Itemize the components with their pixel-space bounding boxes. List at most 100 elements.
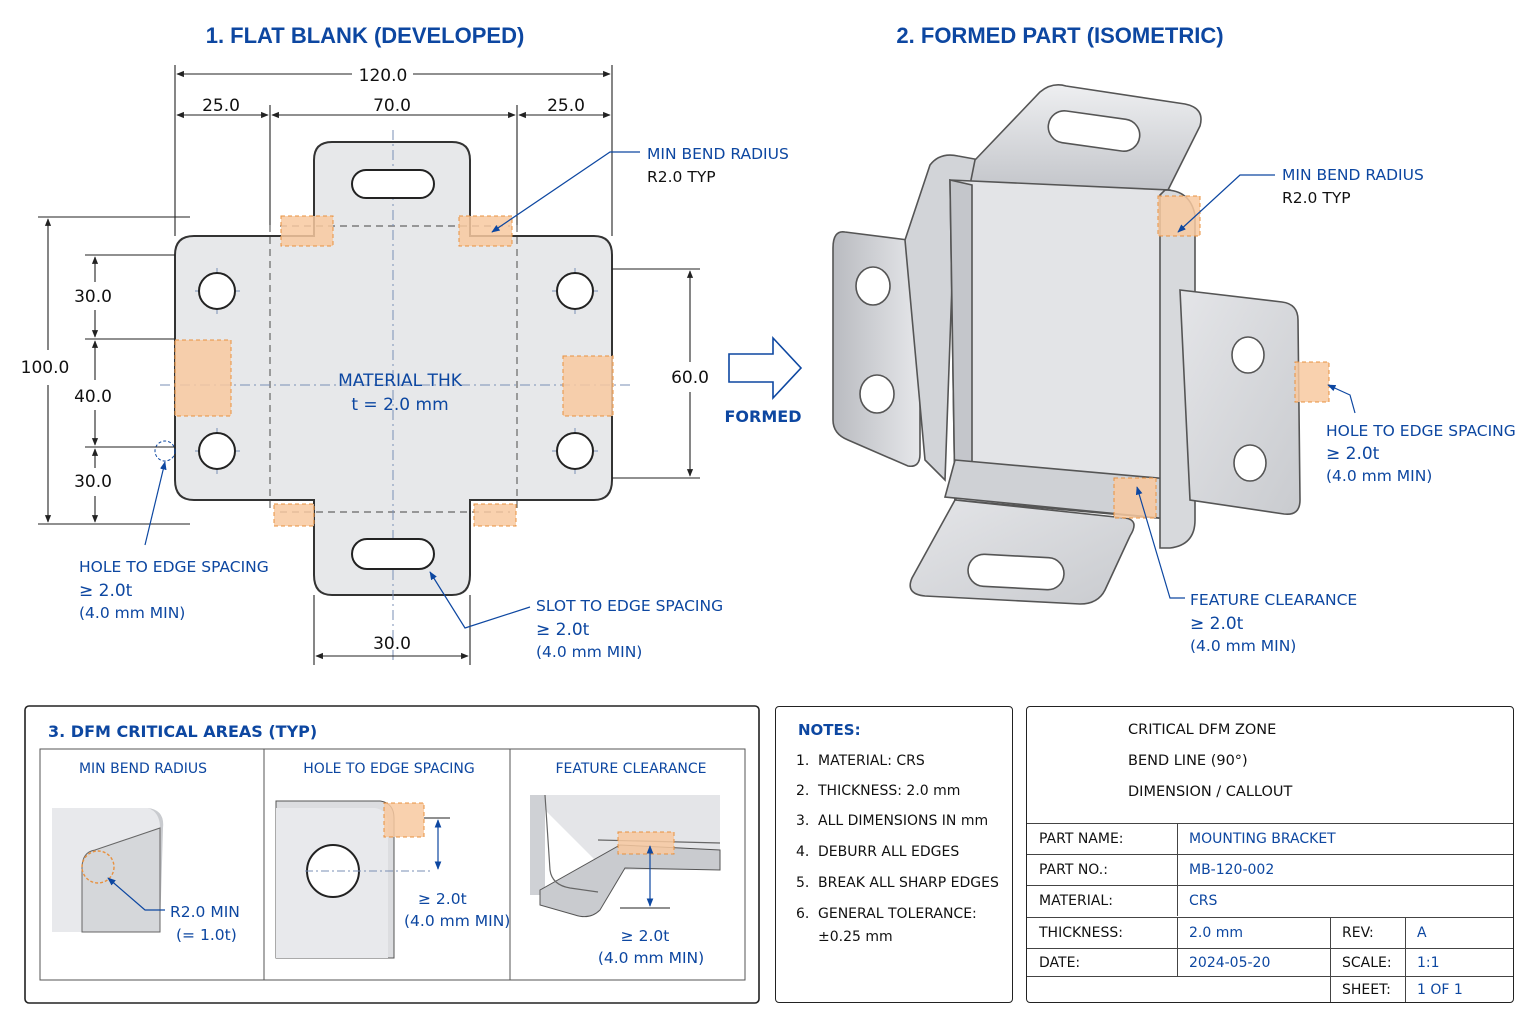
formed-bottom-tab [909,499,1135,605]
tb-row-part-no: PART NO.: MB-120-002 [1027,854,1513,885]
formed-clear-callout-value: ≥ 2.0t [1190,614,1244,634]
dfm-col1-value: R2.0 MIN [170,903,240,921]
tb-row-material: MATERIAL: CRS [1027,885,1513,916]
tb-material-label: MATERIAL: [1039,893,1113,909]
formed-bend-callout-title: MIN BEND RADIUS [1282,166,1424,184]
formed-hole-callout-min: (4.0 mm MIN) [1326,467,1432,485]
flat-hole-callout-min: (4.0 mm MIN) [79,604,185,622]
flat-slot-callout-value: ≥ 2.0t [536,620,590,640]
flat-bend-callout-title: MIN BEND RADIUS [647,145,789,163]
notes-title: NOTES: [798,721,861,739]
flat-holes [198,169,594,570]
tb-date: 2024-05-20 [1189,954,1271,971]
flat-hole-callout-value: ≥ 2.0t [79,581,133,601]
flat-slot-top [351,169,435,199]
tb-rev: A [1417,925,1427,941]
dfm-feature-clearance-illustration [530,794,721,918]
legend-dimension-label: DIMENSION / CALLOUT [1128,784,1293,800]
dfm-panel-title: 3. DFM CRITICAL AREAS (TYP) [48,722,317,741]
flat-hole-bottom-right [556,432,594,470]
dfm-col3-value: ≥ 2.0t [621,927,670,945]
tb-part-name: MOUNTING BRACKET [1189,831,1336,847]
tb-rev-label: REV: [1342,925,1374,941]
tb-row-date: DATE: 2024-05-20 SCALE: 1:1 [1027,948,1513,976]
tb-part-no: MB-120-002 [1189,862,1275,878]
dfm-col3-sub: (4.0 mm MIN) [598,949,704,967]
dfm-col1-sub: (= 1.0t) [176,926,237,944]
dim-center: 70.0 [373,96,411,116]
legend-bend-label: BEND LINE (90°) [1128,753,1248,769]
flat-hole-top-right [556,272,594,310]
dim-left-flange: 25.0 [202,96,240,116]
dim-right-flange: 25.0 [547,96,585,116]
dfm-col2-sub: (4.0 mm MIN) [404,912,510,930]
dim-mid-hole: 40.0 [74,387,112,407]
dfm-hole-edge-illustration [275,800,450,959]
flat-hole-top-left [198,272,236,310]
dim-bottom-hole: 30.0 [74,472,112,492]
tb-part-name-label: PART NAME: [1039,831,1124,847]
dim-overall-height: 100.0 [21,358,70,378]
formed-part-title: 2. FORMED PART (ISOMETRIC) [896,23,1223,48]
dfm-col2-title: HOLE TO EDGE SPACING [303,761,474,777]
formed-clear-callout-title: FEATURE CLEARANCE [1190,591,1357,609]
tb-scale-label: SCALE: [1342,954,1392,971]
dfm-panel [24,705,760,1004]
tb-part-no-label: PART NO.: [1039,862,1108,878]
dim-bottom-tab: 30.0 [373,634,411,654]
tb-thickness: 2.0 mm [1189,925,1243,941]
flat-hole-bottom-left [198,432,236,470]
note-1: 1.MATERIAL: CRS [796,753,925,769]
tb-row-part-name: PART NAME: MOUNTING BRACKET [1027,823,1513,854]
flat-slot-callout-title: SLOT TO EDGE SPACING [536,597,723,615]
flat-slot-bottom [351,538,435,570]
dim-overall-width: 120.0 [359,66,408,86]
dfm-col1-title: MIN BEND RADIUS [79,761,207,777]
note-4: 4.DEBURR ALL EDGES [796,844,960,860]
flat-hole-callout-title: HOLE TO EDGE SPACING [79,558,269,576]
material-thk-label: MATERIAL THK [338,371,463,391]
flat-bend-callout-value: R2.0 TYP [647,168,716,186]
flat-blank-title: 1. FLAT BLANK (DEVELOPED) [206,23,525,48]
dfm-col3-title: FEATURE CLEARANCE [555,761,706,777]
tb-material: CRS [1189,893,1218,909]
formed-callout-leaders [1135,174,1356,599]
tb-sheet: 1 OF 1 [1417,981,1463,998]
dfm-bend-radius-illustration [52,808,165,933]
formed-clear-callout-min: (4.0 mm MIN) [1190,637,1296,655]
note-3: 3.ALL DIMENSIONS IN mm [796,813,989,829]
tb-date-label: DATE: [1039,954,1081,971]
titleblock-panel: CRITICAL DFM ZONE BEND LINE (90°) DIMENS… [1026,706,1514,1003]
flat-blank-outline [174,141,613,596]
legend-zone-label: CRITICAL DFM ZONE [1128,722,1277,738]
formed-arrow-label: FORMED [725,407,802,426]
dim-right-holes: 60.0 [671,368,709,388]
material-thk-value: t = 2.0 mm [351,395,448,415]
dim-top-hole: 30.0 [74,287,112,307]
formed-right-flange [1179,289,1301,516]
hole-edge-hint [154,440,176,462]
formed-hole-callout-value: ≥ 2.0t [1326,444,1380,464]
flat-callout-leaders [144,151,640,629]
flat-slot-callout-min: (4.0 mm MIN) [536,643,642,661]
flat-dimension-labels: 120.0 25.0 70.0 25.0 100.0 30.0 40.0 30.… [21,66,709,654]
note-6: 6.GENERAL TOLERANCE: [796,906,977,922]
tb-thickness-label: THICKNESS: [1039,925,1123,941]
flat-dfm-zones [174,215,614,527]
formed-dfm-zones [1113,195,1330,519]
formed-part [832,84,1301,605]
dfm-col2-value: ≥ 2.0t [418,890,467,908]
note-5: 5.BREAK ALL SHARP EDGES [796,875,999,891]
note-2: 2.THICKNESS: 2.0 mm [796,783,961,799]
formed-arrow-icon [728,335,803,401]
tb-scale: 1:1 [1417,954,1440,971]
flat-dimensions [38,65,700,665]
formed-bend-callout-value: R2.0 TYP [1282,189,1351,207]
tb-sheet-label: SHEET: [1342,981,1391,998]
formed-hole-callout-title: HOLE TO EDGE SPACING [1326,422,1516,440]
note-6-cont: ±0.25 mm [818,929,893,945]
tb-row-thickness: THICKNESS: 2.0 mm REV: A [1027,917,1513,948]
tb-row-sheet: SHEET: 1 OF 1 [1027,976,1513,1002]
notes-panel: NOTES: 1.MATERIAL: CRS 2.THICKNESS: 2.0 … [775,706,1013,1003]
